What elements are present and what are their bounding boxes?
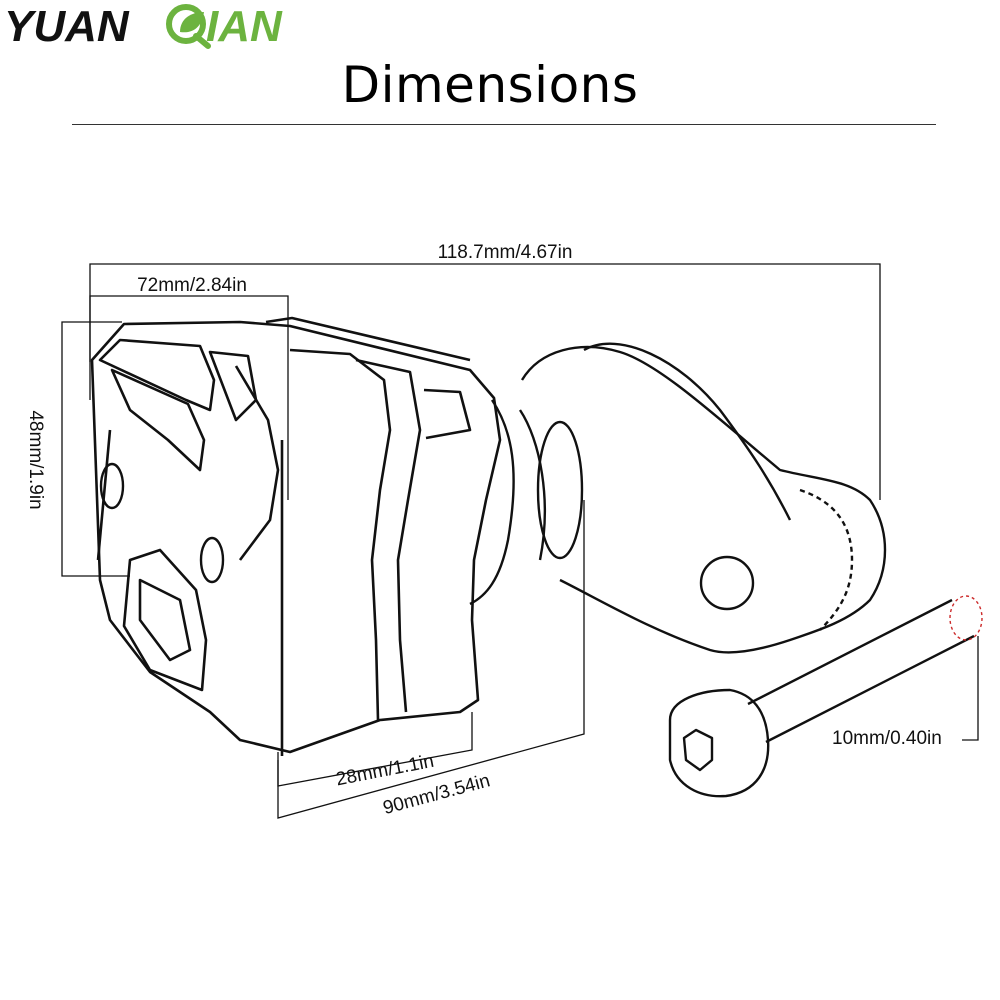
page-title: Dimensions bbox=[341, 56, 639, 114]
dimension-lines bbox=[61, 263, 979, 819]
bolt-hole-center bbox=[199, 536, 225, 584]
title-divider bbox=[72, 124, 936, 125]
svg-text:IAN: IAN bbox=[206, 2, 283, 50]
bolt-diameter-marker bbox=[949, 595, 983, 641]
bracket-hole bbox=[699, 555, 755, 611]
slider-body bbox=[90, 316, 502, 756]
leaf-icon bbox=[166, 4, 211, 49]
svg-text:YUAN: YUAN bbox=[4, 2, 130, 50]
brand-logo: YUAN IAN bbox=[0, 0, 340, 50]
mounting-bracket bbox=[520, 342, 887, 654]
dim-label-bolt-diameter: 10mm/0.40in bbox=[832, 728, 942, 749]
dim-label-body-length: 72mm/2.84in bbox=[137, 275, 247, 296]
dim-label-slider-depth: 28mm/1.1in bbox=[334, 751, 435, 791]
brand-logo-graphic: YUAN IAN bbox=[4, 2, 283, 50]
slider-neck bbox=[469, 399, 584, 606]
dim-label-overall-length: 118.7mm/4.67in bbox=[438, 242, 573, 263]
dim-label-height: 48mm/1.9in bbox=[25, 410, 46, 509]
bolt bbox=[668, 598, 975, 798]
bolt-hole-left bbox=[99, 462, 125, 510]
